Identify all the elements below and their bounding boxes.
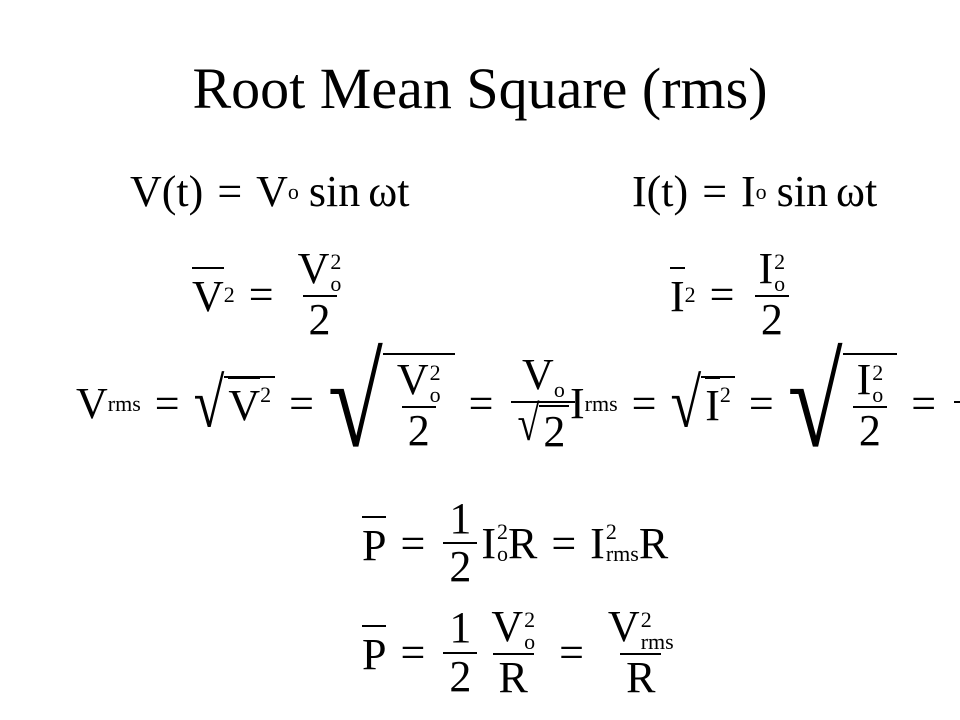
fraction: Io √2 (954, 352, 960, 455)
fraction: 1 2 (443, 495, 478, 590)
slide-title: Root Mean Square (rms) (192, 56, 768, 121)
square-root: √ I2 (670, 369, 735, 439)
square-root: √ V2 (194, 369, 276, 439)
fraction: Vo √2 (511, 351, 576, 455)
fraction: 1 2 (443, 605, 478, 699)
